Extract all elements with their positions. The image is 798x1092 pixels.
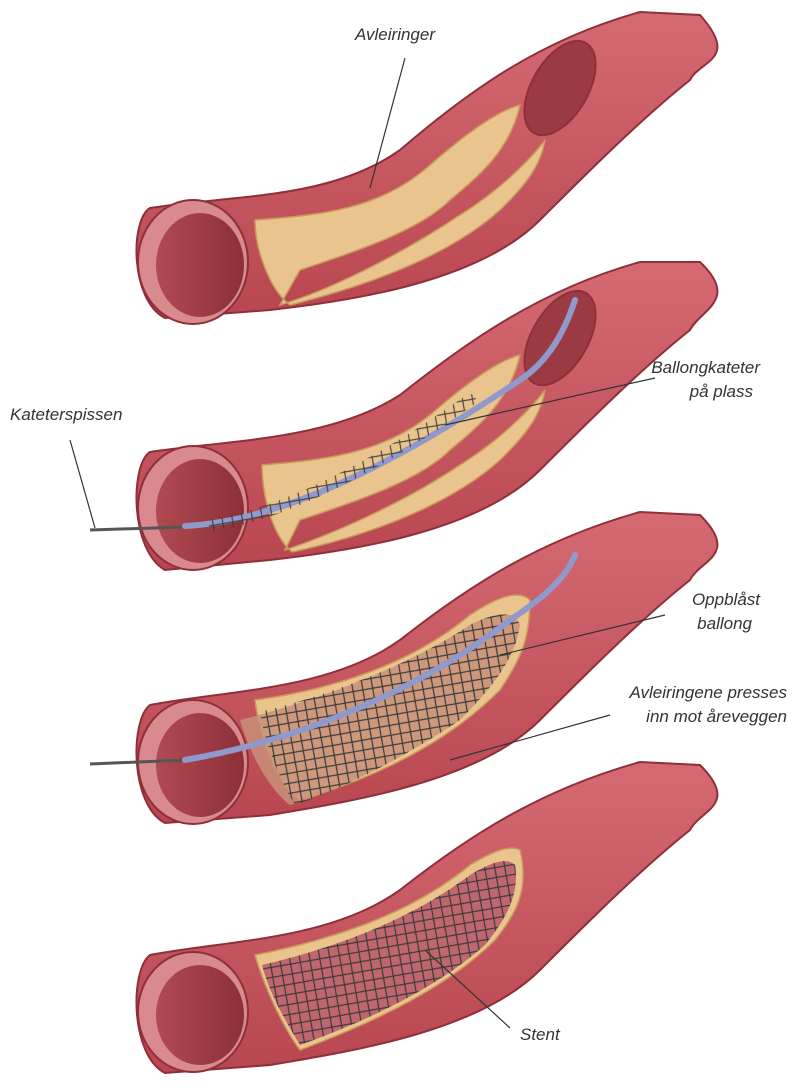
label-stent: Stent [520,1025,561,1044]
leader-kateterspissen [70,440,95,528]
label-presses-line1: Avleiringene presses [629,683,788,702]
label-oppblast-line2: ballong [697,614,752,633]
vessel-lumen [156,459,244,563]
label-kateterspissen: Kateterspissen [10,405,122,424]
label-avleiringer: Avleiringer [354,25,436,44]
label-presses-line2: inn mot åreveggen [646,707,787,726]
vessel-lumen [156,713,244,817]
vessel-lumen [156,965,244,1065]
label-ballongkateter-line2: på plass [689,382,754,401]
label-oppblast-line1: Oppblåst [692,590,761,609]
label-ballongkateter-line1: Ballongkateter [651,358,761,377]
vessel-lumen [156,213,244,317]
